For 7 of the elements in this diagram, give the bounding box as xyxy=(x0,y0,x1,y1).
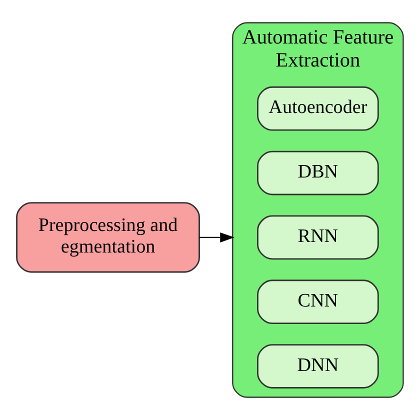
node-box: Preprocessing and egmentation xyxy=(16,202,200,273)
arrow xyxy=(199,232,234,242)
node-box: RNN xyxy=(257,215,379,260)
node-box: Autoencoder xyxy=(257,86,379,131)
node-box: CNN xyxy=(257,280,379,324)
node-box: DNN xyxy=(257,344,379,388)
node-box: DBN xyxy=(257,150,379,196)
